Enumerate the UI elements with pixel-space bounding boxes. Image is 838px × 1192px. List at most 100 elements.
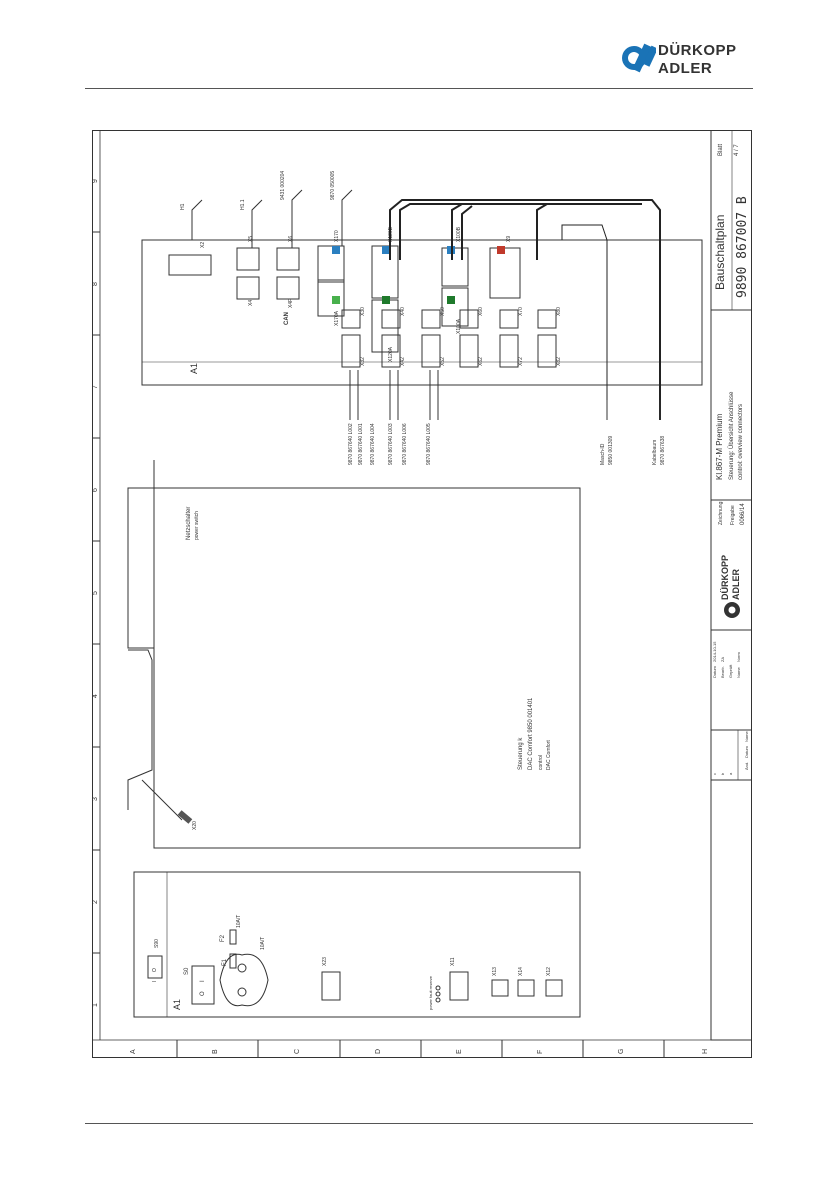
conn-x4: X4 bbox=[248, 300, 254, 306]
conn-x70: X70 bbox=[518, 307, 524, 316]
conn-x12: X12 bbox=[546, 967, 552, 976]
rev-label-name: Name bbox=[744, 731, 749, 742]
sheet-label: Blatt bbox=[718, 144, 724, 156]
grid-col-9: 9 bbox=[92, 179, 99, 183]
grid-col-7: 7 bbox=[92, 385, 99, 389]
kabelbaum-ref: 9870 867638 bbox=[660, 436, 666, 465]
conn-x120a: X120A bbox=[388, 346, 394, 362]
power-switch-en: power switch bbox=[194, 511, 200, 540]
conn-x32: X32 bbox=[360, 357, 366, 366]
grid-col-4: 4 bbox=[92, 694, 99, 698]
masch-id-label: Masch-ID bbox=[600, 443, 606, 465]
page-header: DÜRKOPP ADLER bbox=[0, 0, 838, 100]
grid-row-g: G bbox=[618, 1049, 625, 1054]
cable-l006: 9870 867640 L006 bbox=[402, 423, 408, 465]
drawing-title: Bauschaltplan bbox=[713, 215, 727, 290]
harness-cables bbox=[389, 199, 661, 420]
power-module: A1 S90 O I S0 I O F2 F1 10A/T 10A/T X23 … bbox=[133, 871, 581, 1018]
conn-x6: X6 bbox=[288, 236, 294, 242]
cable-l004: 9870 867640 L004 bbox=[370, 423, 376, 465]
rev-label-datum: Datum bbox=[744, 746, 749, 758]
fuse1-rating: 10A/T bbox=[260, 937, 266, 950]
conn-x80: X80 bbox=[556, 307, 562, 316]
grid-col-6: 6 bbox=[92, 488, 99, 492]
freigabe-value: 0066/14 bbox=[740, 503, 746, 525]
title-block-logo: DÜRKOPP ADLER bbox=[720, 555, 741, 618]
conn-x23: X23 bbox=[322, 957, 328, 966]
drawing-number: 9890 867007 B bbox=[735, 196, 750, 298]
grid-row-e: E bbox=[456, 1049, 463, 1054]
title-logo-line2: ADLER bbox=[731, 569, 741, 600]
controller-label-en: control bbox=[538, 755, 544, 770]
conn-x14: X14 bbox=[518, 967, 524, 976]
bearb-label: Bearb. bbox=[720, 666, 725, 678]
lead-h11: H1.1 bbox=[240, 199, 246, 210]
rev-row-c: c bbox=[712, 773, 717, 775]
grid-col-2: 2 bbox=[92, 900, 99, 904]
grid-row-b: B bbox=[212, 1049, 219, 1054]
controller-label: Steuerung k bbox=[518, 737, 524, 770]
freigabe-label: Freigabe bbox=[730, 505, 736, 525]
conn-x4f: X4F bbox=[288, 299, 294, 308]
datum-label: Datum bbox=[712, 666, 717, 678]
s90-on: O bbox=[152, 968, 158, 972]
grid-row-f: F bbox=[537, 1050, 544, 1054]
conn-x62a: X62 bbox=[478, 357, 484, 366]
conn-x40: X40 bbox=[400, 307, 406, 316]
power-switch-de: Netzschalter bbox=[186, 507, 192, 540]
conn-x60: X60 bbox=[478, 307, 484, 316]
conn-x13: X13 bbox=[492, 967, 498, 976]
a1-module-label: A1 bbox=[189, 363, 199, 374]
fuse1-label: F1 bbox=[222, 958, 228, 966]
bearb-value: ZA bbox=[720, 657, 725, 662]
s90-off: I bbox=[152, 981, 158, 982]
grid-col-5: 5 bbox=[92, 591, 99, 595]
top-leads: H1 H1.1 9431 000204 9870 050005 bbox=[180, 171, 353, 248]
s90-label: S90 bbox=[154, 939, 160, 948]
conn-x42: X42 bbox=[400, 357, 406, 366]
conn-x5: X5 bbox=[248, 236, 254, 242]
rev-label-aend: Änd. bbox=[744, 762, 749, 770]
sheet-value: 4 / 7 bbox=[734, 144, 740, 156]
masch-id-ref: 9850 001309 bbox=[608, 436, 614, 465]
grid-row-d: D bbox=[375, 1049, 382, 1054]
led-labels: power fault reserve bbox=[428, 975, 433, 1010]
conn-x52: X52 bbox=[440, 357, 446, 366]
a1-module: A1 X2 X5 X4 X6 X4F C bbox=[141, 226, 703, 386]
conn-x72: X72 bbox=[518, 357, 524, 366]
brand-logo: DÜRKOPP ADLER bbox=[620, 40, 790, 80]
drawing-frame bbox=[92, 130, 752, 1058]
controller-model-en: DAC Comfort bbox=[546, 740, 552, 770]
brand-mark-icon bbox=[622, 43, 658, 73]
datum-value: 2014-10-15 bbox=[712, 641, 717, 662]
zeichnung-label: Zeichnung bbox=[718, 501, 724, 525]
grid-row-h: H bbox=[702, 1049, 709, 1054]
s0-off: O bbox=[200, 991, 206, 996]
rev-row-b: b bbox=[720, 772, 725, 775]
fuse2-label: F2 bbox=[220, 934, 226, 942]
lead-ref1: 9431 000204 bbox=[280, 171, 286, 200]
power-module-label: A1 bbox=[172, 999, 182, 1010]
cable-labels: 9870 867640 L002 9870 867640 L001 9870 8… bbox=[348, 370, 666, 465]
footer-rule bbox=[85, 1123, 753, 1124]
conn-x170a: X170A bbox=[334, 310, 340, 326]
conn-x82: X82 bbox=[556, 357, 562, 366]
rev-row-a: a bbox=[728, 772, 733, 775]
conn-x11: X11 bbox=[450, 957, 456, 966]
description-en: control: overview connectors bbox=[738, 404, 744, 480]
machine-name: Kl.867-M Premium bbox=[715, 413, 724, 480]
cable-l005: 9870 867640 L005 bbox=[426, 423, 432, 465]
grid-col-8: 8 bbox=[92, 282, 99, 286]
conn-x9: X9 bbox=[506, 236, 512, 242]
s0-switch bbox=[191, 965, 215, 1005]
grid-row-markers: A B C D E F G H bbox=[130, 1040, 709, 1058]
s90-switch bbox=[147, 955, 163, 979]
grid-row-c: C bbox=[294, 1049, 301, 1054]
conn-x100a: X100A bbox=[456, 318, 462, 334]
lead-h1: H1 bbox=[180, 203, 186, 210]
cable-l001: 9870 867640 L001 bbox=[358, 423, 364, 465]
x20-label: X20 bbox=[192, 821, 198, 830]
lead-ref2: 9870 050005 bbox=[330, 171, 336, 200]
grid-col-3: 3 bbox=[92, 797, 99, 801]
name-label: Name bbox=[736, 667, 741, 678]
